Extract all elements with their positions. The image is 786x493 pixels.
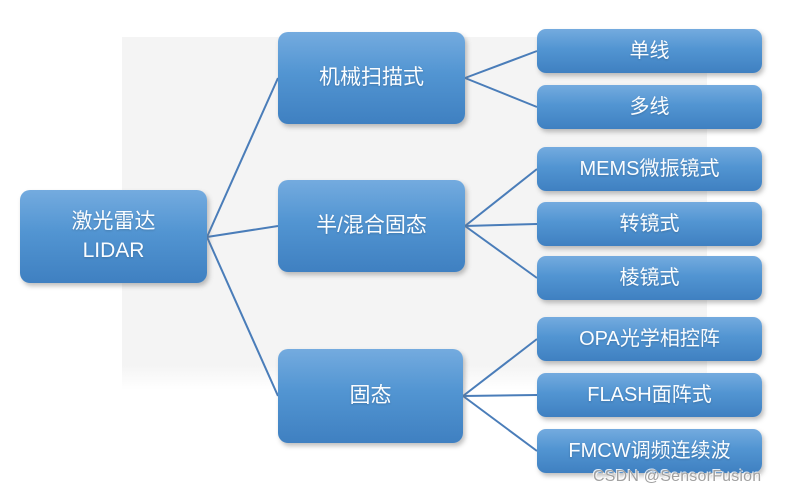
leaf-multi-line: 多线	[537, 85, 762, 129]
branch-mechanical-scanning-label: 机械扫描式	[319, 65, 424, 89]
leaf-fmcw-continuous-wave: FMCW调频连续波	[537, 429, 762, 473]
connector-semi-prism	[464, 225, 538, 279]
connector-semi-rotating-mirror	[464, 223, 538, 227]
root-node-title-en: LIDAR	[82, 238, 145, 262]
leaf-opa-optical-phased-array-label: OPA光学相控阵	[579, 327, 720, 350]
branch-semi-hybrid-solid-state-label: 半/混合固态	[316, 213, 427, 237]
branch-mechanical-scanning: 机械扫描式	[278, 32, 465, 124]
leaf-single-line-label: 单线	[629, 39, 670, 62]
leaf-flash-area-array-label: FLASH面阵式	[587, 383, 712, 406]
root-node-title-cn: 激光雷达	[71, 210, 156, 234]
connector-root-solid-state	[206, 236, 279, 397]
leaf-rotating-mirror-label: 转镜式	[619, 212, 680, 235]
leaf-prism: 棱镜式	[537, 256, 762, 300]
root-node-lidar: 激光雷达 LIDAR	[20, 190, 207, 283]
leaf-flash-area-array: FLASH面阵式	[537, 373, 762, 417]
connector-root-mechanical	[206, 77, 279, 238]
branch-solid-state: 固态	[278, 349, 463, 443]
branch-semi-hybrid-solid-state: 半/混合固态	[278, 180, 465, 272]
leaf-multi-line-label: 多线	[629, 95, 670, 118]
branch-solid-state-label: 固态	[349, 383, 392, 407]
leaf-opa-optical-phased-array: OPA光学相控阵	[537, 317, 762, 361]
connector-root-semi-hybrid	[206, 225, 279, 238]
connector-semi-mems	[464, 168, 538, 227]
connector-mechanical-single-line	[464, 50, 538, 79]
connector-solid-fmcw	[462, 395, 538, 452]
leaf-single-line: 单线	[537, 29, 762, 73]
leaf-fmcw-continuous-wave-label: FMCW调频连续波	[568, 439, 731, 462]
connector-solid-flash	[462, 394, 538, 397]
leaf-mems-micro-mirror-label: MEMS微振镜式	[579, 157, 720, 180]
connector-solid-opa	[462, 338, 538, 397]
csdn-watermark: CSDN @SensorFusion	[593, 468, 762, 485]
leaf-mems-micro-mirror: MEMS微振镜式	[537, 147, 762, 191]
leaf-rotating-mirror: 转镜式	[537, 202, 762, 246]
connector-mechanical-multi-line	[464, 77, 538, 108]
leaf-prism-label: 棱镜式	[619, 266, 680, 289]
